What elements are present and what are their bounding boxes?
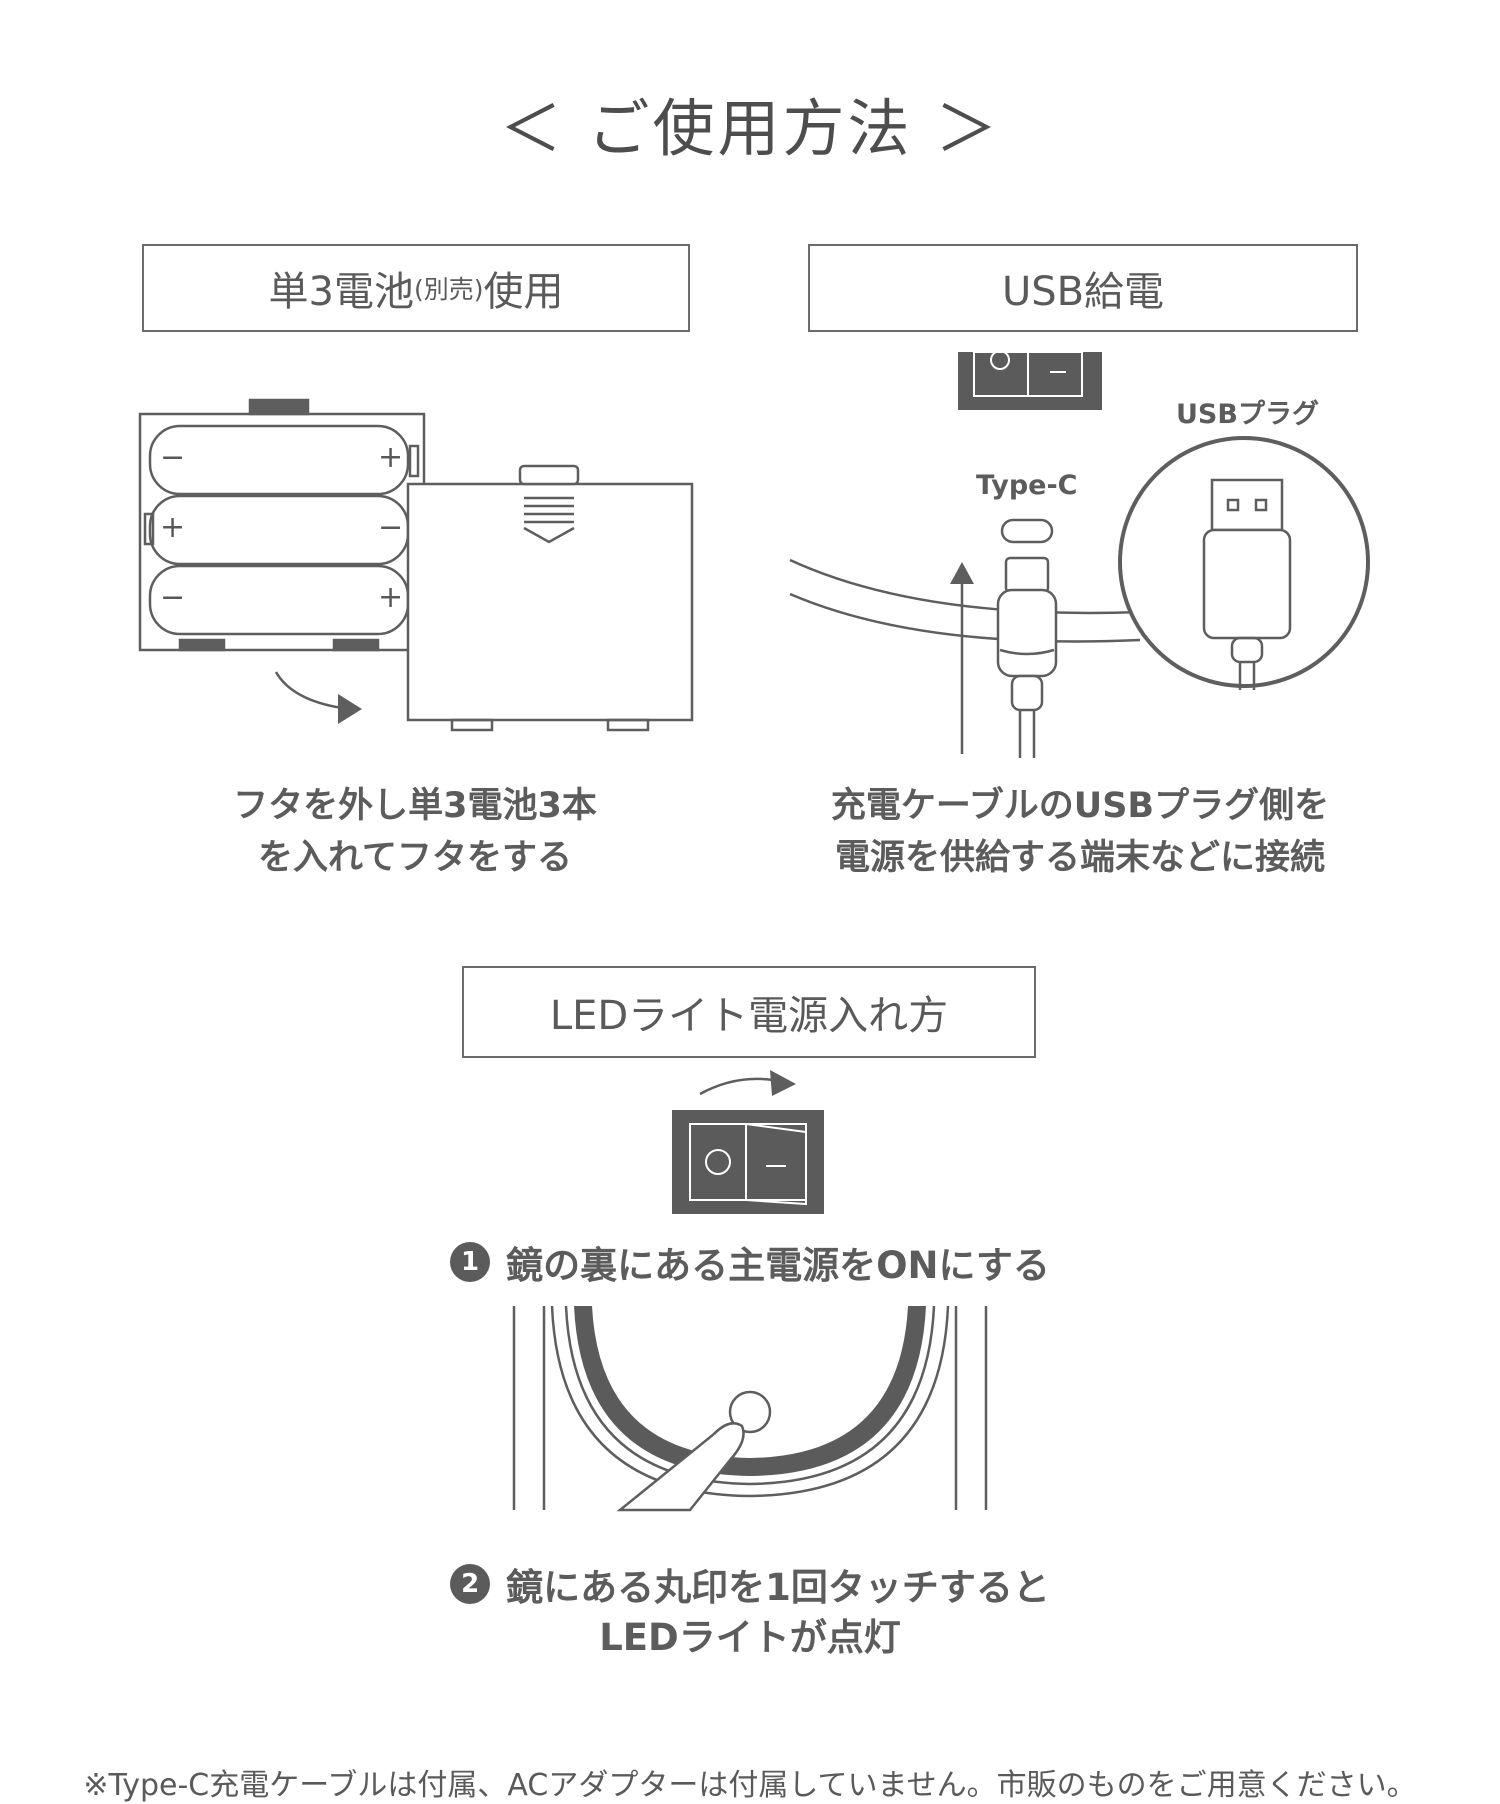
step-2-line-1: 鏡にある丸印を1回タッチすると — [506, 1566, 1050, 1609]
step-1-number: 1 — [450, 1242, 491, 1282]
usb-caption-line: 充電ケーブルのUSBプラグ側を — [830, 786, 1330, 826]
usb-caption: 充電ケーブルのUSBプラグ側を 電源を供給する端末などに接続 — [770, 780, 1390, 884]
step-2-continued: LEDライトが点灯 — [0, 1612, 1500, 1664]
battery-section-label: 単3電池(別売)使用 — [142, 244, 690, 332]
usb-caption-line: 電源を供給する端末などに接続 — [834, 838, 1325, 878]
led-section-label: LEDライト電源入れ方 — [462, 966, 1036, 1058]
step-1-text: 鏡の裏にある主電源をONにする — [506, 1244, 1050, 1287]
page-title: ＜ ご使用方法 ＞ — [499, 92, 1001, 165]
battery-caption: フタを外し単3電池3本 を入れてフタをする — [130, 780, 700, 884]
step-1: 1 鏡の裏にある主電源をONにする — [0, 1236, 1500, 1288]
holder-top-clip — [248, 398, 310, 416]
usb-plug-label: USBプラグ — [1176, 399, 1319, 430]
plus-sign: + — [160, 510, 186, 545]
typec-label: Type-C — [976, 470, 1078, 501]
minus-sign: − — [160, 440, 186, 475]
battery-label-main: 単3電池 — [268, 269, 414, 315]
step-2: 2 鏡にある丸印を1回タッチすると — [0, 1558, 1500, 1610]
switch-arrow-head — [770, 1070, 796, 1096]
minus-sign: − — [160, 580, 186, 615]
battery-caption-line: フタを外し単3電池3本 — [233, 786, 597, 826]
minus-sign: − — [378, 510, 404, 545]
usb-section-label: USB給電 — [808, 244, 1358, 332]
battery-caption-line: を入れてフタをする — [258, 838, 572, 878]
footnote: ※Type-C充電ケーブルは付属、ACアダプターは付属していません。市販のものを… — [83, 1768, 1417, 1803]
up-arrow-head — [950, 562, 974, 584]
power-switch — [672, 1110, 824, 1214]
plus-sign: + — [378, 440, 404, 475]
battery-cell — [148, 424, 410, 496]
plus-sign: + — [378, 580, 404, 615]
power-switch-partial — [958, 352, 1102, 410]
battery-label-suffix: 使用 — [483, 269, 564, 315]
step-2-number: 2 — [450, 1564, 491, 1604]
battery-cover — [406, 482, 694, 722]
touch-circle — [728, 1390, 772, 1434]
battery-label-note: (別売) — [413, 275, 484, 304]
step-2-line-2: LEDライトが点灯 — [599, 1616, 901, 1659]
arrow-head — [338, 694, 362, 724]
